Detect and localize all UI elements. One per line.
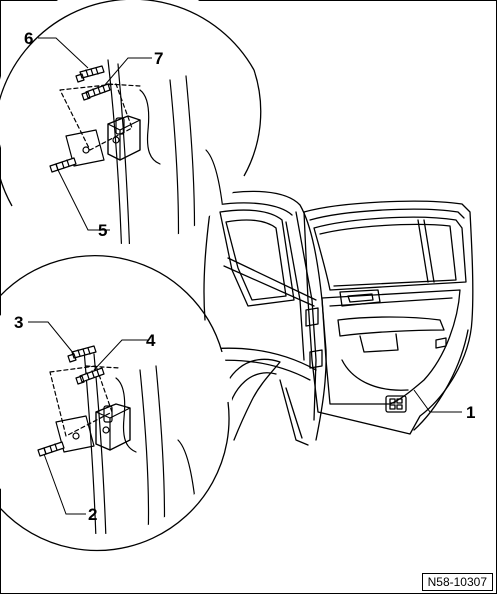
callout-4: 4 bbox=[146, 331, 156, 350]
bolt-4 bbox=[75, 367, 105, 385]
bolt-2 bbox=[37, 441, 65, 457]
bolt-7 bbox=[81, 83, 111, 101]
callout-1: 1 bbox=[466, 403, 475, 422]
hinge-top bbox=[107, 115, 141, 161]
callout-3: 3 bbox=[14, 313, 23, 332]
callout-6: 6 bbox=[24, 29, 33, 48]
detail-circle-bottom bbox=[0, 255, 232, 552]
bolt-6 bbox=[75, 65, 105, 83]
rear-door bbox=[303, 200, 474, 435]
callout-5: 5 bbox=[98, 221, 107, 240]
reference-code: N58-10307 bbox=[421, 573, 493, 591]
hinge-bottom bbox=[95, 403, 131, 451]
leader-lines bbox=[28, 37, 462, 515]
callout-7: 7 bbox=[154, 49, 163, 68]
bolt-3 bbox=[67, 345, 97, 363]
bolt-5 bbox=[49, 157, 77, 173]
callout-2: 2 bbox=[88, 505, 97, 524]
